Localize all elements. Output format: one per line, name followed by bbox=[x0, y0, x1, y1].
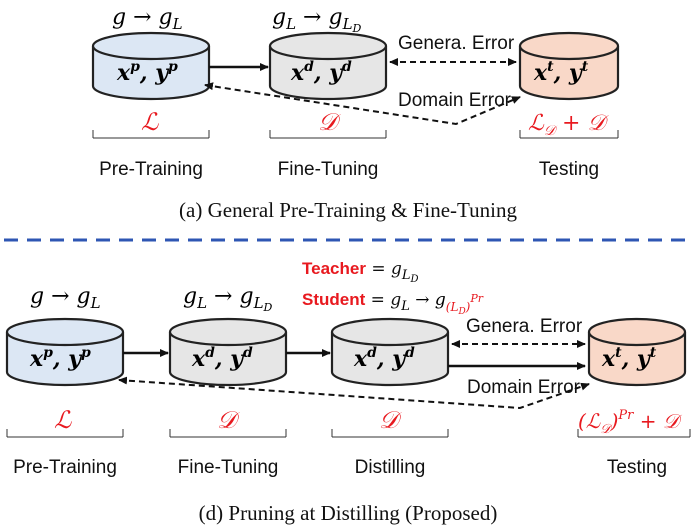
a-brace-pretrain bbox=[92, 130, 210, 139]
d-loss-test: (ℒ𝒟)Pr + 𝒟 bbox=[578, 408, 683, 437]
d-domain-error-arrow bbox=[118, 376, 590, 410]
d-stage-finetune: Fine-Tuning bbox=[178, 457, 279, 478]
d-transform-pretrain: g → gL bbox=[30, 284, 101, 312]
d-cyl-pretrain-label: xp, yp bbox=[29, 345, 91, 372]
a-cyl-finetune-label: xd, yd bbox=[290, 59, 352, 86]
a-loss-finetune: 𝒟 bbox=[318, 108, 342, 136]
a-domain-error-label: Domain Error bbox=[398, 90, 512, 111]
d-student: Student = gL → g(LD)Pr bbox=[302, 290, 484, 317]
a-cylinder-finetune: xd, yd bbox=[268, 31, 388, 101]
a-cylinder-test: xt, yt bbox=[518, 31, 620, 101]
a-stage-test: Testing bbox=[539, 159, 599, 180]
a-brace-test bbox=[519, 130, 619, 139]
d-stage-test: Testing bbox=[607, 457, 667, 478]
d-stage-distill: Distilling bbox=[355, 457, 426, 478]
a-cylinder-pretrain: xp, yp bbox=[91, 31, 211, 101]
d-genera-error-label: Genera. Error bbox=[466, 316, 583, 337]
a-stage-finetune: Fine-Tuning bbox=[278, 159, 379, 180]
panel-d: Teacher = gLD Student = gL → g(LD)Pr g →… bbox=[5, 259, 691, 525]
a-loss-pretrain: ℒ bbox=[141, 108, 159, 136]
d-cyl-finetune-label: xd, yd bbox=[191, 345, 253, 372]
a-genera-error-label: Genera. Error bbox=[398, 33, 515, 54]
d-cylinder-finetune: xd, yd bbox=[168, 317, 288, 387]
d-cylinder-test: xt, yt bbox=[587, 317, 687, 387]
a-transform-pretrain: g → gL bbox=[112, 5, 183, 33]
a-brace-finetune bbox=[269, 130, 387, 139]
d-transform-finetune: gL → gLD bbox=[183, 284, 273, 314]
d-cylinder-distill: xd, yd bbox=[330, 317, 450, 387]
a-domain-error-arrow bbox=[204, 82, 521, 126]
d-loss-pretrain: ℒ bbox=[54, 406, 72, 434]
d-brace-finetune bbox=[169, 429, 287, 438]
a-caption: (a) General Pre-Training & Fine-Tuning bbox=[179, 198, 517, 222]
d-loss-finetune: 𝒟 bbox=[217, 406, 241, 434]
a-cyl-pretrain-label: xp, yp bbox=[116, 59, 178, 86]
a-stage-pretrain: Pre-Training bbox=[99, 159, 203, 180]
d-caption: (d) Pruning at Distilling (Proposed) bbox=[199, 501, 498, 525]
d-teacher: Teacher = gLD bbox=[302, 259, 419, 285]
a-loss-test: ℒ𝒟 + 𝒟 bbox=[528, 111, 609, 139]
d-loss-distill: 𝒟 bbox=[379, 406, 403, 434]
d-stage-pretrain: Pre-Training bbox=[13, 457, 117, 478]
d-brace-pretrain bbox=[6, 429, 124, 438]
a-transform-finetune: gL → gLD bbox=[272, 5, 362, 35]
d-brace-distill bbox=[331, 429, 449, 438]
d-domain-error-label: Domain Error bbox=[467, 377, 581, 398]
a-cyl-test-label: xt, yt bbox=[533, 59, 589, 86]
d-brace-test bbox=[577, 429, 691, 438]
d-cylinder-pretrain: xp, yp bbox=[5, 317, 125, 387]
d-cyl-distill-label: xd, yd bbox=[353, 345, 415, 372]
d-cyl-test-label: xt, yt bbox=[601, 345, 657, 372]
panel-a: g → gL gL → gLD xp, yp xd, yd Genera. Er… bbox=[91, 5, 620, 222]
